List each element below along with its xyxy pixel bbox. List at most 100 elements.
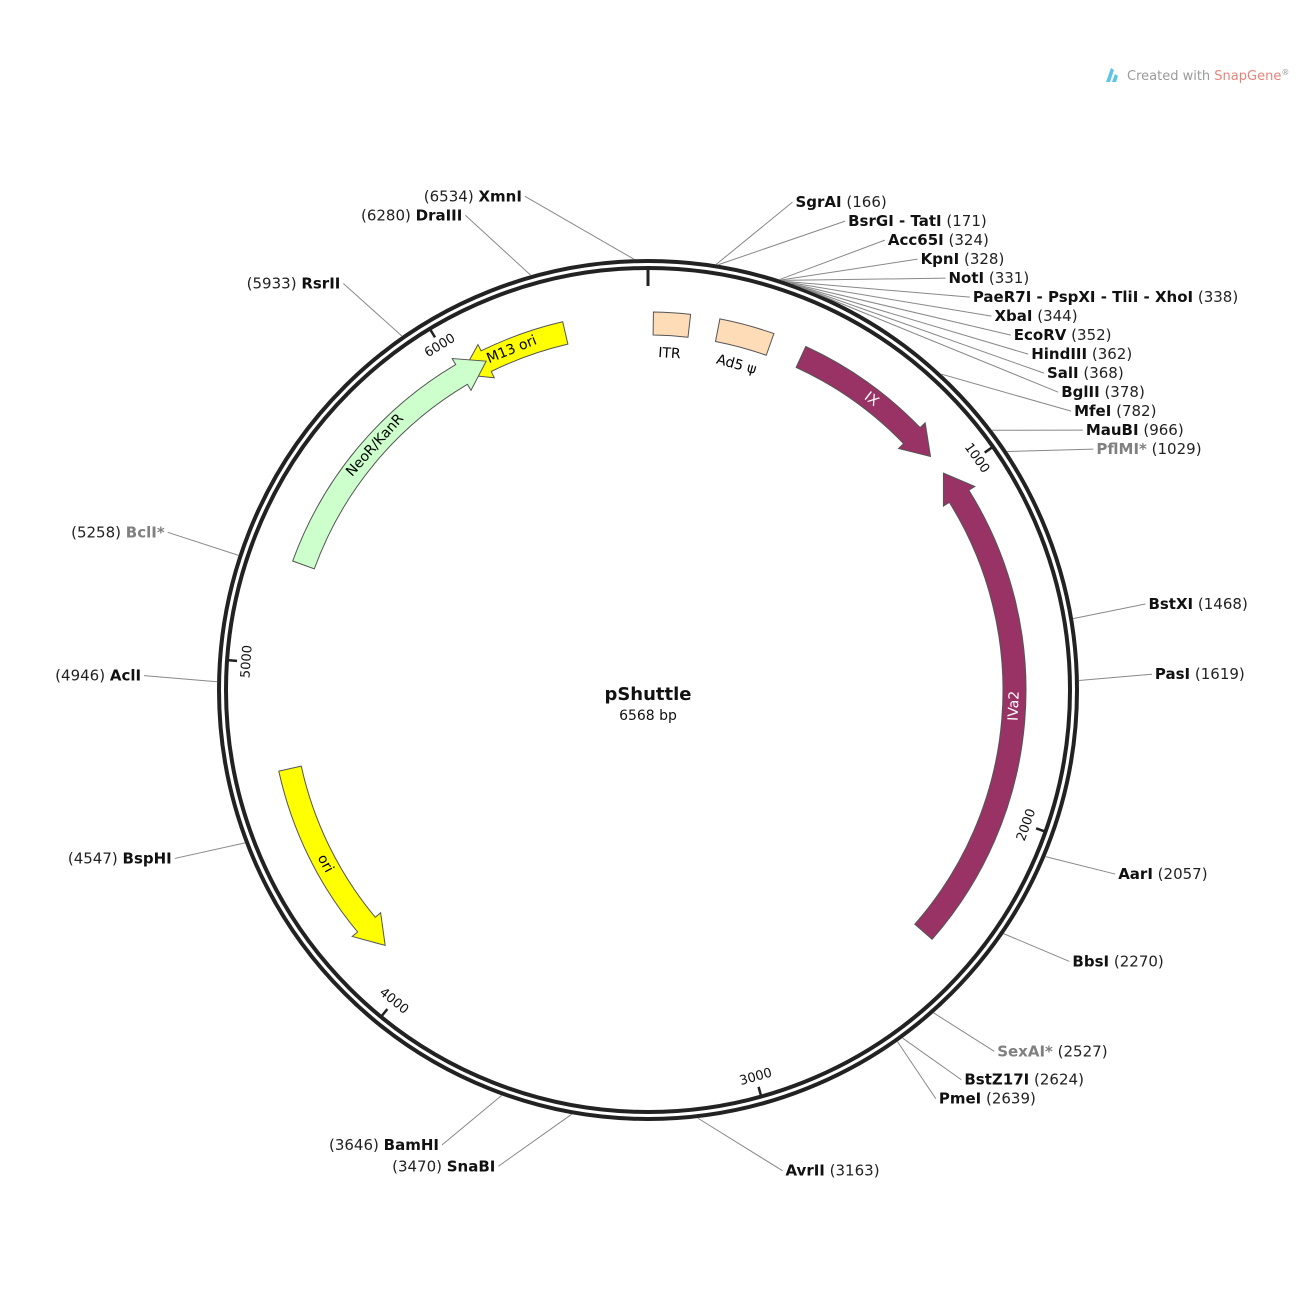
site-leader-line: [794, 284, 1029, 355]
site-bcli: (5258) BclI*: [71, 523, 165, 541]
restriction-sites: SgrAI (166)BsrGI - TatI (171)Acc65I (324…: [55, 187, 1248, 1179]
site-pmei: PmeI (2639): [939, 1090, 1036, 1108]
feature-label: Ad5 ψ: [715, 352, 759, 378]
site-acli: (4946) AclI: [55, 667, 141, 685]
feature-label: ori: [314, 852, 337, 876]
site-label: SgrAI (166): [795, 193, 886, 211]
site-bstz17i: BstZ17I (2624): [964, 1071, 1084, 1089]
site-label: PasI (1619): [1155, 665, 1245, 683]
tick-mark: [983, 445, 994, 454]
site-label: SalI (368): [1047, 364, 1124, 382]
site-leader-line: [782, 277, 946, 281]
site-label: XbaI (344): [994, 307, 1077, 325]
site-leader-line: [933, 1012, 995, 1052]
feature-shape: [460, 321, 569, 379]
snapgene-logo-icon: [1106, 68, 1118, 82]
site-xmni: (6534) XmnI: [424, 187, 522, 205]
feature-label: NeoR/KanR: [343, 411, 407, 480]
site-label: BstXI (1468): [1148, 595, 1247, 613]
site-xbai: XbaI (344): [994, 307, 1077, 325]
site-label: PflMI* (1029): [1096, 440, 1201, 458]
site-leader-line: [441, 1095, 503, 1146]
site-leader-line: [902, 1037, 962, 1081]
site-kpni: KpnI (328): [921, 250, 1005, 268]
site-mfei: MfeI (782): [1074, 402, 1156, 420]
site-leader-line: [779, 239, 886, 281]
site-leader-line: [1045, 856, 1116, 875]
tick-label: 3000: [738, 1066, 774, 1089]
site-leader-line: [1072, 603, 1146, 620]
site-leader-line: [174, 842, 246, 859]
site-label: (6534) XmnI: [424, 187, 522, 205]
site-leader-line: [1006, 448, 1094, 452]
site-label: AvrII (3163): [785, 1162, 879, 1180]
site-bstxi: BstXI (1468): [1148, 595, 1247, 613]
feature-itr: ITR: [652, 311, 692, 362]
feature-label: IVa2: [1006, 691, 1023, 722]
site-label: BsrGI - TatI (171): [848, 212, 987, 230]
feature-iva2: IVa2: [914, 472, 1027, 941]
site-leader-line: [896, 1041, 937, 1100]
feature-shape: [714, 318, 775, 356]
site-label: MfeI (782): [1074, 402, 1156, 420]
site-leader-line: [144, 675, 218, 683]
site-snabi: (3470) SnaBI: [392, 1157, 495, 1175]
site-label: MauBI (966): [1086, 421, 1184, 439]
site-pasi: PasI (1619): [1155, 665, 1245, 683]
feature-shape: [278, 765, 386, 947]
tick-label: 2000: [1014, 807, 1039, 843]
snapgene-branding: Created with SnapGene®: [1106, 68, 1289, 84]
site-leader-line: [343, 283, 403, 337]
site-label: (6280) DraIII: [361, 206, 462, 224]
site-leader-line: [1078, 673, 1152, 682]
feature-shape: [795, 345, 932, 458]
site-leader-line: [498, 1113, 573, 1167]
site-label: BbsI (2270): [1072, 952, 1163, 970]
feature-shape: [652, 311, 692, 338]
tick-mark: [226, 658, 238, 663]
feature-shape: [914, 472, 1027, 941]
site-label: KpnI (328): [921, 250, 1005, 268]
tick-mark: [428, 328, 437, 338]
feature-neor-kanr: NeoR/KanR: [292, 357, 487, 570]
site-label: PaeR7I - PspXI - TliI - XhoI (338): [973, 288, 1238, 306]
site-aari: AarI (2057): [1118, 865, 1207, 883]
site-label: BstZ17I (2624): [964, 1071, 1084, 1089]
site-bglii: BglII (378): [1061, 383, 1145, 401]
tick-label: 5000: [238, 645, 255, 679]
site-rsrii: (5933) RsrII: [247, 274, 341, 292]
plasmid-name: pShuttle: [604, 684, 691, 705]
site-sgrai: SgrAI (166): [795, 193, 886, 211]
feature-ad5: Ad5 ψ: [714, 318, 775, 378]
feature-label: ITR: [658, 345, 682, 362]
site-label: NotI (331): [948, 269, 1029, 287]
site-label: EcoRV (352): [1014, 326, 1112, 344]
site-label: AarI (2057): [1118, 865, 1207, 883]
site-label: (4946) AclI: [55, 667, 141, 685]
site-leader-line: [715, 201, 793, 265]
site-bamhi: (3646) BamHI: [329, 1136, 439, 1154]
site-hindiii: HindIII (362): [1031, 345, 1132, 363]
feature-ori: ori: [278, 765, 386, 947]
site-leaders: [144, 195, 1152, 1172]
site-label: BglII (378): [1061, 383, 1145, 401]
site-leader-line: [941, 373, 1072, 412]
site-draiii: (6280) DraIII: [361, 206, 462, 224]
site-label: (3470) SnaBI: [392, 1157, 495, 1175]
branding-text: Created with SnapGene®: [1127, 68, 1289, 84]
site-leader-line: [697, 1117, 783, 1172]
tick-label: 1000: [961, 440, 992, 476]
site-bbsi: BbsI (2270): [1072, 952, 1163, 970]
feature-shape: [292, 357, 487, 570]
site-avrii: AvrII (3163): [785, 1162, 879, 1180]
site-pflmi: PflMI* (1029): [1096, 440, 1201, 458]
site-leader-line: [1003, 933, 1070, 962]
site-label: (5933) RsrII: [247, 274, 341, 292]
site-leader-line: [800, 286, 1059, 393]
site-leader-line: [780, 258, 918, 281]
site-leader-line: [787, 281, 992, 317]
plasmid-length: 6568 bp: [619, 708, 677, 724]
site-bsrgi-tati: BsrGI - TatI (171): [848, 212, 987, 230]
